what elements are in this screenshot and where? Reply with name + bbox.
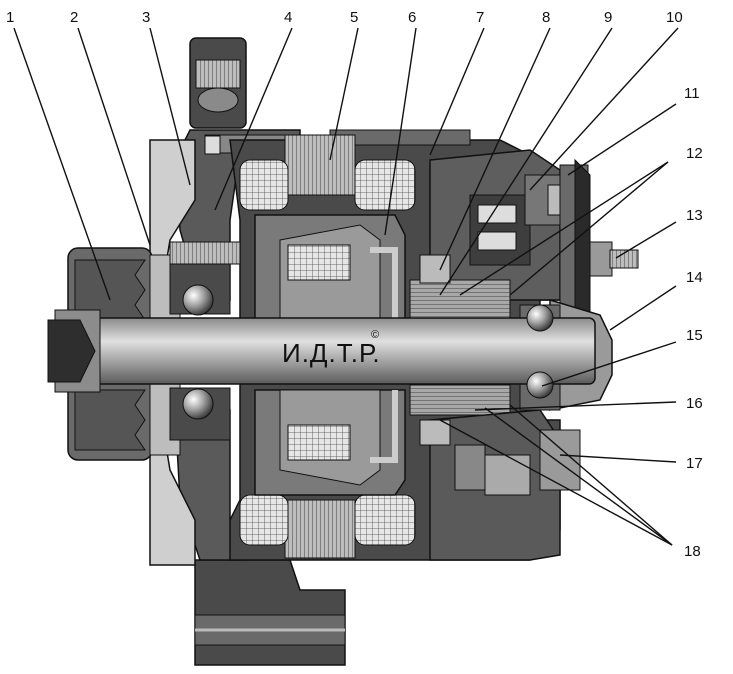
rotor-shaft bbox=[47, 309, 596, 393]
top-mounting-lug bbox=[189, 37, 247, 129]
callout-13: 13 bbox=[686, 207, 703, 224]
callout-16: 16 bbox=[686, 395, 703, 412]
bottom-mounting-lug bbox=[194, 559, 346, 666]
callout-18: 18 bbox=[684, 543, 701, 560]
through-bolt bbox=[204, 135, 221, 155]
callout-1: 1 bbox=[6, 9, 14, 26]
callout-17: 17 bbox=[686, 455, 703, 472]
callout-6: 6 bbox=[408, 9, 416, 26]
callout-9: 9 bbox=[604, 9, 612, 26]
stator-core bbox=[284, 134, 356, 559]
callout-15: 15 bbox=[686, 327, 703, 344]
output-terminal bbox=[589, 241, 639, 277]
callout-7: 7 bbox=[476, 9, 484, 26]
callout-3: 3 bbox=[142, 9, 150, 26]
rear-bearing bbox=[526, 304, 554, 399]
leader-lines bbox=[13, 27, 679, 546]
callout-labels: 1 2 3 4 5 6 7 8 9 10 11 12 13 14 15 16 1… bbox=[6, 9, 703, 560]
callout-12: 12 bbox=[686, 145, 703, 162]
copyright-mark: © bbox=[371, 329, 379, 341]
callout-10: 10 bbox=[666, 9, 683, 26]
callout-2: 2 bbox=[70, 9, 78, 26]
callout-8: 8 bbox=[542, 9, 550, 26]
callout-4: 4 bbox=[284, 9, 292, 26]
callout-14: 14 bbox=[686, 269, 703, 286]
front-bearing bbox=[169, 241, 241, 441]
rotor bbox=[254, 214, 406, 496]
callout-5: 5 bbox=[350, 9, 358, 26]
stator-windings bbox=[239, 159, 416, 546]
callout-11: 11 bbox=[684, 85, 700, 102]
shaft-label: И.Д.Т.Р. bbox=[282, 338, 381, 368]
